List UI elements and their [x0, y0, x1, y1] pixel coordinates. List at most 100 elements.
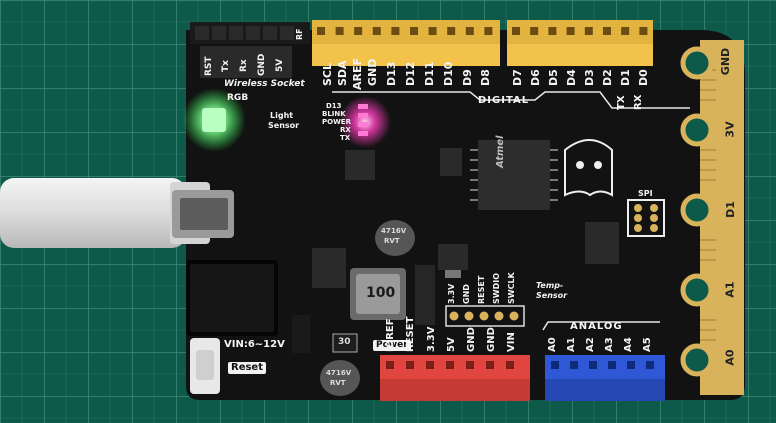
led-label: RX: [340, 126, 351, 134]
header-pin-hole: [391, 27, 400, 35]
small-cap-label: 30: [338, 337, 351, 347]
temp-sensor-label-1: Temp-: [536, 281, 564, 290]
cap-label: 16V: [336, 369, 352, 377]
pin-label: Rx: [239, 59, 249, 72]
header-pin-hole: [646, 361, 654, 369]
header-pin-hole: [466, 361, 474, 369]
header-pin-hole: [484, 27, 493, 35]
pin-label: D5: [547, 69, 560, 86]
pin-label: GND: [466, 327, 477, 352]
cap-label: RVT: [384, 237, 400, 245]
spi-label: SPI: [638, 189, 653, 198]
inductor-code: 100: [366, 285, 396, 301]
header-pin-hole: [570, 361, 578, 369]
pin-label: D11: [423, 61, 436, 86]
pin-label: D4: [565, 69, 578, 86]
rx-label: RX: [633, 94, 644, 110]
cap-label: 47: [381, 227, 391, 235]
header-pin-hole: [589, 361, 597, 369]
led-label: POWER: [322, 118, 351, 126]
pin-label: GND: [366, 58, 379, 86]
header-pin-hole: [447, 27, 456, 35]
edge-pad-label: GND: [719, 47, 733, 76]
edge-pad-label: D1: [723, 201, 737, 218]
analog-label: ANALOG: [570, 321, 623, 332]
light-sensor-label-1: Light: [270, 111, 294, 120]
pin-label: D2: [601, 69, 614, 86]
pin-label: D7: [511, 69, 524, 86]
header-pin-hole: [627, 361, 635, 369]
pin-label: D13: [385, 61, 398, 86]
pin-label: D10: [442, 61, 455, 86]
pin-label: A3: [604, 337, 615, 352]
header-pin-hole: [639, 27, 648, 35]
pin-label: D12: [404, 61, 417, 86]
header-pin-hole: [426, 361, 434, 369]
wireless-socket-label: Wireless Socket: [224, 79, 305, 89]
pin-label: Tx: [221, 60, 231, 72]
edge-pad-label: A1: [723, 281, 737, 298]
header-pin-hole: [512, 27, 520, 35]
header-pin-hole: [354, 27, 363, 35]
header-pin-hole: [566, 27, 575, 35]
edge-pad-label: 3V: [723, 121, 737, 138]
pin-label: A4: [623, 337, 634, 352]
pin-label: GND: [462, 284, 471, 304]
reset-button-label[interactable]: Reset: [228, 362, 266, 374]
header-pin-hole: [317, 27, 325, 35]
header-pin-hole: [406, 361, 414, 369]
pin-label: D9: [461, 69, 474, 86]
pin-label: GND: [486, 327, 497, 352]
pin-label: 5V: [446, 337, 457, 352]
pin-label: D0: [637, 69, 650, 86]
header-pin-hole: [603, 27, 611, 35]
rgb-label: RGB: [227, 93, 249, 103]
pin-label: SCL: [321, 62, 334, 86]
pin-label: IOREF: [385, 318, 396, 352]
header-pin-hole: [621, 27, 630, 35]
led-label: D13: [326, 102, 342, 110]
header-pin-hole: [548, 27, 557, 35]
header-pin-hole: [486, 361, 494, 369]
pin-label: GND: [257, 53, 267, 76]
pin-label: RST: [204, 56, 214, 76]
pin-label: A0: [547, 337, 558, 352]
pin-label: A2: [585, 337, 596, 352]
rf-label: RF: [295, 28, 304, 40]
pin-label: SWDIO: [492, 272, 501, 304]
led-label: BLINK: [322, 110, 346, 118]
power-label: Power: [373, 340, 411, 351]
header-pin-hole: [386, 361, 394, 369]
tx-label: TX: [616, 95, 627, 110]
header-pin-hole: [335, 27, 344, 35]
header-pin-hole: [551, 361, 559, 369]
chip-brand: Atmel: [495, 135, 506, 168]
cap-label: RVT: [330, 379, 346, 387]
header-pin-hole: [465, 27, 474, 35]
header-pin-hole: [428, 27, 437, 35]
cap-label: 47: [326, 369, 336, 377]
pin-label: A1: [566, 337, 577, 352]
pin-label: RESET: [477, 275, 486, 304]
pin-label: VIN: [506, 332, 517, 352]
pin-label: D3: [583, 69, 596, 86]
pin-label: D6: [529, 69, 542, 86]
pin-label: AREF: [351, 57, 364, 90]
header-pin-hole: [584, 27, 593, 35]
temp-sensor-label-2: Sensor: [536, 291, 568, 300]
pin-label: 3.3V: [447, 283, 456, 304]
pin-label: SWCLK: [507, 272, 516, 304]
header-pin-hole: [372, 27, 381, 35]
edge-pad-label: A0: [723, 349, 737, 366]
pin-label: D8: [479, 69, 492, 86]
pin-label: D1: [619, 69, 632, 86]
cap-label: 16V: [391, 227, 407, 235]
pin-label: 5V: [275, 58, 285, 72]
pin-label: A5: [642, 337, 653, 352]
header-pin-hole: [446, 361, 454, 369]
header-pin-hole: [506, 361, 514, 369]
header-pin-hole: [530, 27, 539, 35]
led-label: TX: [340, 134, 351, 142]
